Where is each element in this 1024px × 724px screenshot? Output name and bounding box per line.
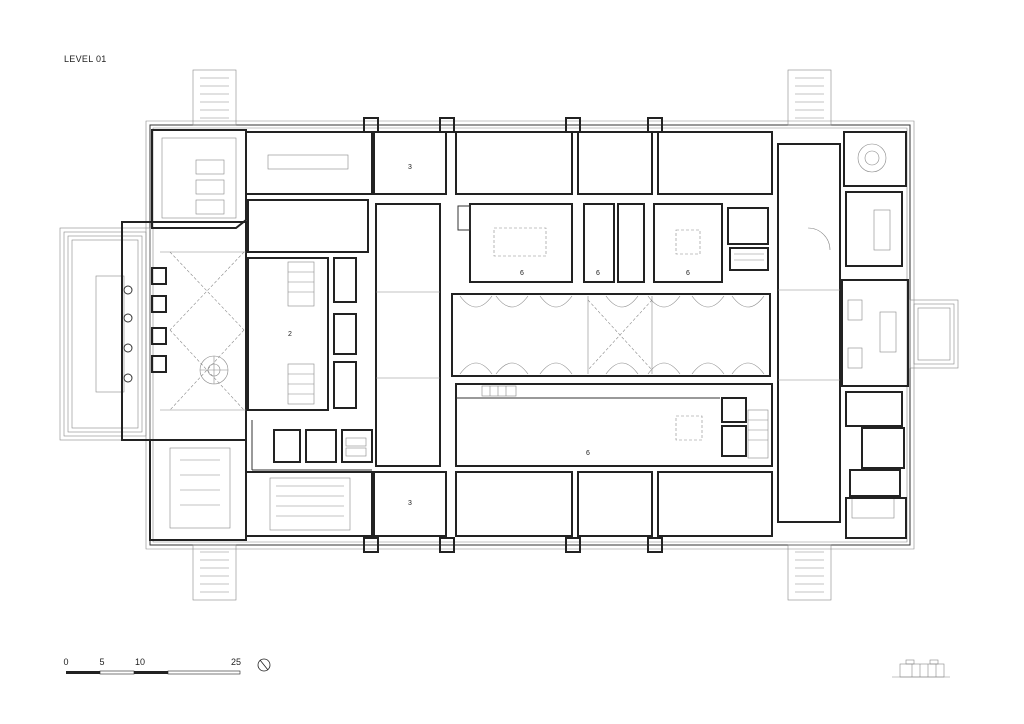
- level-title: LEVEL 01: [64, 54, 107, 64]
- room-6-b-label: 6: [596, 270, 600, 277]
- stairs-north-west: [192, 69, 237, 126]
- scale-bar: 0 5 10 25: [63, 657, 241, 675]
- room-6-c-label: 6: [686, 270, 690, 277]
- key-plan-icon: [892, 659, 950, 678]
- room-3-north-label: 3: [408, 164, 412, 171]
- stairs-south-west: [192, 544, 237, 601]
- scale-tick-25: 25: [231, 657, 241, 667]
- stairs-east-portico: [909, 299, 959, 369]
- west-hall: [151, 251, 246, 411]
- north-arrow-icon: [257, 658, 271, 672]
- room-3-south-label: 3: [408, 500, 412, 507]
- inner-north-rooms: [457, 203, 769, 283]
- corridors: [375, 143, 841, 523]
- room-6-d-label: 6: [586, 450, 590, 457]
- south-galleries: [245, 471, 773, 537]
- room-2-block: [247, 199, 369, 411]
- outer-envelope: [145, 120, 915, 550]
- pilasters: [363, 117, 663, 553]
- stairs-west-portico: [59, 227, 151, 441]
- south-large-room: [455, 383, 773, 467]
- east-wing: [841, 131, 909, 539]
- stairs-south-east: [787, 544, 832, 601]
- scale-tick-5: 5: [99, 657, 104, 667]
- scale-tick-10: 10: [135, 657, 145, 667]
- room-2-label: 2: [288, 331, 292, 338]
- room-6-a-label: 6: [520, 270, 524, 277]
- central-vaulted-gallery: [451, 293, 771, 377]
- north-galleries: [245, 131, 773, 195]
- stairs-north-east: [787, 69, 832, 126]
- room-labels: 3 3 2 6 6 6 6: [288, 164, 690, 507]
- scale-tick-0: 0: [63, 657, 68, 667]
- wc-cores: [251, 420, 373, 471]
- west-wing: [121, 129, 247, 541]
